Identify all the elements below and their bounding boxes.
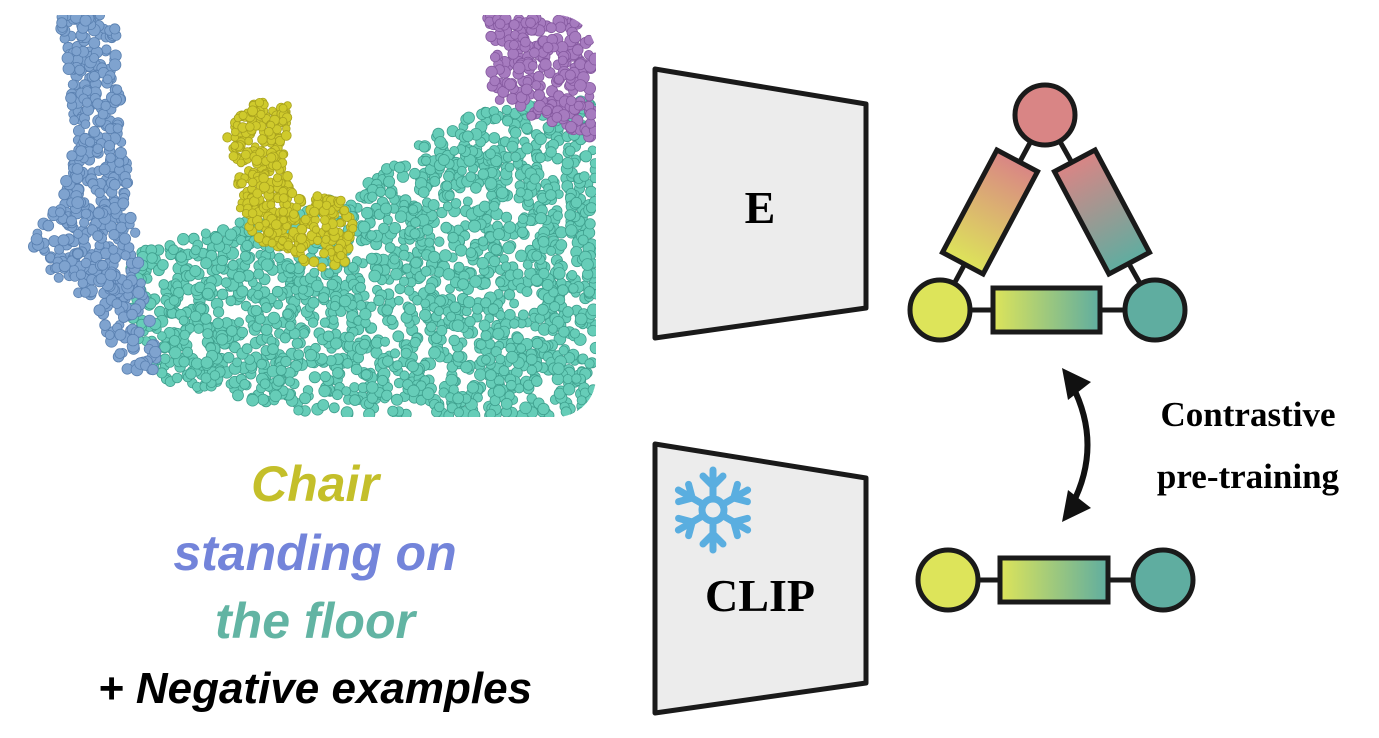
text-edge <box>997 555 1111 605</box>
text-graph-embedding <box>915 547 1196 613</box>
left-wall-points <box>27 15 162 377</box>
clip-encoder-label: CLIP <box>705 570 815 621</box>
edge-right <box>1051 146 1153 278</box>
node-left <box>907 277 973 343</box>
caption-anchor: the floor <box>215 593 415 649</box>
text-node-right <box>1130 547 1196 613</box>
chair-points <box>222 97 358 272</box>
point-cloud-scene <box>20 15 596 417</box>
text-node-left <box>915 547 981 613</box>
scene-graph-embedding <box>907 82 1188 343</box>
contrastive-label-line2: pre-training <box>1156 457 1340 496</box>
clip-encoder <box>652 441 869 716</box>
scene-encoder <box>652 66 869 341</box>
edge-left <box>939 146 1041 278</box>
right-wall-points <box>482 15 596 143</box>
edge-bottom <box>990 285 1103 335</box>
scene-encoder-label: E <box>744 182 776 233</box>
node-right <box>1122 277 1188 343</box>
caption-negatives: + Negative examples <box>97 664 533 713</box>
caption-relation: standing on <box>173 525 457 581</box>
contrastive-label-line1: Contrastive <box>1160 395 1336 434</box>
caption-object: Chair <box>251 456 379 512</box>
contrastive-arrow <box>1062 368 1091 522</box>
snowflake-icon <box>673 466 752 550</box>
node-top <box>1012 82 1078 148</box>
